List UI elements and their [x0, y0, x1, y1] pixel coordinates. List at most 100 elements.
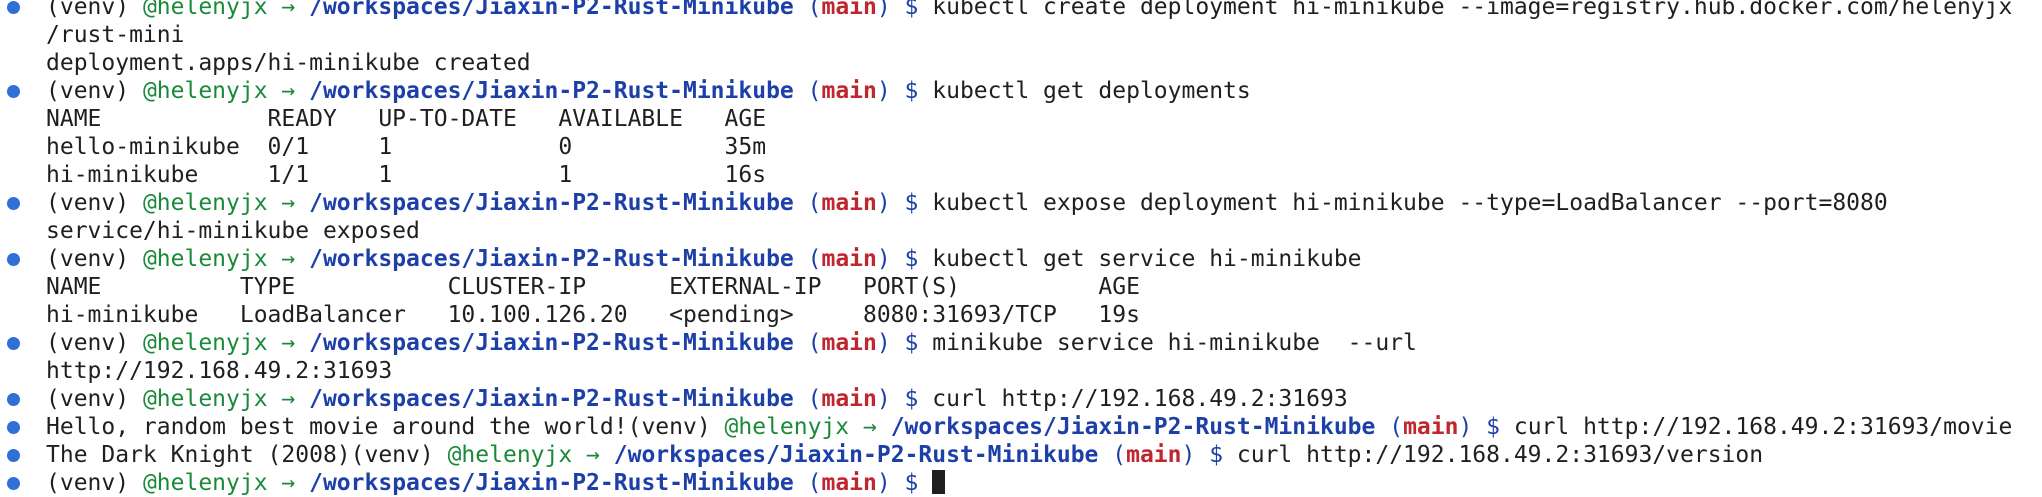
prompt-paren-close: ) $ [1458, 414, 1514, 440]
command-text: curl http://192.168.49.2:31693/version [1236, 442, 1764, 468]
prompt-path: /workspaces/Jiaxin-P2-Rust-Minikube [309, 78, 794, 104]
output-line: hello-minikube 0/1 1 0 35m [0, 133, 2042, 161]
command-output: Hello, random best movie around the worl… [46, 414, 628, 440]
command-line: Hello, random best movie around the worl… [0, 413, 2042, 441]
output-text: /rust-mini [46, 22, 185, 48]
prompt-paren-open: ( [793, 470, 822, 496]
prompt-paren-close: ) $ [876, 0, 933, 20]
prompt-paren-open: ( [793, 78, 822, 104]
command-text: kubectl get service hi-minikube [932, 246, 1362, 272]
prompt-venv: (venv) [46, 78, 143, 104]
command-text: kubectl create deployment hi-minikube --… [932, 0, 2013, 20]
output-line: service/hi-minikube exposed [0, 217, 2042, 245]
command-text: kubectl get deployments [932, 78, 1251, 104]
prompt-paren-open: ( [1098, 442, 1127, 468]
prompt-paren-close: ) $ [876, 386, 933, 412]
command-output: The Dark Knight (2008) [46, 442, 351, 468]
prompt-user: @helenyjx [142, 190, 268, 216]
prompt-venv: (venv) [46, 190, 143, 216]
output-line: /rust-mini [0, 21, 2042, 49]
prompt-paren-close: ) $ [876, 246, 933, 272]
prompt-paren-close: ) $ [1181, 442, 1237, 468]
prompt-paren-open: ( [793, 330, 822, 356]
prompt-branch: main [1126, 442, 1182, 468]
text-cursor [932, 470, 946, 494]
prompt-path: /workspaces/Jiaxin-P2-Rust-Minikube [309, 330, 794, 356]
prompt-branch: main [821, 78, 877, 104]
prompt-paren-close: ) $ [876, 190, 933, 216]
output-text: NAME TYPE CLUSTER-IP EXTERNAL-IP PORT(S)… [46, 274, 1140, 300]
prompt-branch: main [821, 386, 877, 412]
prompt-branch: main [1403, 414, 1459, 440]
prompt-arrow: → [267, 470, 310, 496]
prompt-user: @helenyjx [142, 386, 268, 412]
prompt-branch: main [821, 0, 877, 20]
prompt-venv: (venv) [350, 442, 448, 468]
prompt-branch: main [821, 246, 877, 272]
prompt-path: /workspaces/Jiaxin-P2-Rust-Minikube [890, 414, 1376, 440]
prompt-user: @helenyjx [142, 330, 268, 356]
command-text: kubectl expose deployment hi-minikube --… [932, 190, 1888, 216]
prompt-arrow: → [267, 0, 310, 20]
prompt-venv: (venv) [627, 414, 725, 440]
status-dot-icon [7, 449, 20, 462]
command-line: (venv) @helenyjx → /workspaces/Jiaxin-P2… [0, 245, 2042, 273]
command-line: The Dark Knight (2008)(venv) @helenyjx →… [0, 441, 2042, 469]
prompt-paren-open: ( [793, 386, 822, 412]
output-text: http://192.168.49.2:31693 [46, 358, 393, 384]
prompt-path: /workspaces/Jiaxin-P2-Rust-Minikube [309, 0, 794, 20]
output-line: deployment.apps/hi-minikube created [0, 49, 2042, 77]
prompt-venv: (venv) [46, 246, 143, 272]
prompt-arrow: → [267, 246, 310, 272]
command-text: minikube service hi-minikube --url [932, 330, 1417, 356]
output-line: http://192.168.49.2:31693 [0, 357, 2042, 385]
prompt-arrow: → [267, 190, 310, 216]
prompt-arrow: → [572, 442, 614, 468]
command-text: curl http://192.168.49.2:31693/movie [1513, 414, 2013, 440]
prompt-path: /workspaces/Jiaxin-P2-Rust-Minikube [309, 246, 794, 272]
prompt-paren-open: ( [793, 246, 822, 272]
output-text: NAME READY UP-TO-DATE AVAILABLE AGE [46, 106, 767, 132]
command-line: (venv) @helenyjx → /workspaces/Jiaxin-P2… [0, 0, 2042, 21]
prompt-paren-close: ) $ [876, 78, 933, 104]
output-line: hi-minikube LoadBalancer 10.100.126.20 <… [0, 301, 2042, 329]
status-dot-icon [7, 421, 20, 434]
command-line: (venv) @helenyjx → /workspaces/Jiaxin-P2… [0, 329, 2042, 357]
prompt-branch: main [821, 190, 877, 216]
prompt-path: /workspaces/Jiaxin-P2-Rust-Minikube [309, 386, 794, 412]
prompt-path: /workspaces/Jiaxin-P2-Rust-Minikube [613, 442, 1099, 468]
prompt-branch: main [821, 330, 877, 356]
command-line: (venv) @helenyjx → /workspaces/Jiaxin-P2… [0, 77, 2042, 105]
output-text: hello-minikube 0/1 1 0 35m [46, 134, 767, 160]
active-prompt-line[interactable]: (venv) @helenyjx → /workspaces/Jiaxin-P2… [0, 469, 2042, 497]
prompt-user: @helenyjx [724, 414, 850, 440]
prompt-user: @helenyjx [142, 0, 268, 20]
output-line: hi-minikube 1/1 1 1 16s [0, 161, 2042, 189]
prompt-venv: (venv) [46, 330, 143, 356]
status-dot-icon [7, 253, 20, 266]
prompt-venv: (venv) [46, 470, 143, 496]
prompt-user: @helenyjx [142, 78, 268, 104]
output-text: hi-minikube LoadBalancer 10.100.126.20 <… [46, 302, 1140, 328]
status-dot-icon [7, 1, 20, 14]
prompt-branch: main [821, 470, 877, 496]
output-line: NAME TYPE CLUSTER-IP EXTERNAL-IP PORT(S)… [0, 273, 2042, 301]
command-text: curl http://192.168.49.2:31693 [932, 386, 1348, 412]
prompt-venv: (venv) [46, 0, 143, 20]
prompt-arrow: → [849, 414, 891, 440]
status-dot-icon [7, 393, 20, 406]
prompt-paren-open: ( [1375, 414, 1404, 440]
prompt-paren-close: ) $ [876, 470, 933, 496]
output-text: service/hi-minikube exposed [46, 218, 420, 244]
prompt-paren-close: ) $ [876, 330, 933, 356]
prompt-paren-open: ( [793, 0, 822, 20]
prompt-user: @helenyjx [142, 470, 268, 496]
prompt-arrow: → [267, 386, 310, 412]
prompt-venv: (venv) [46, 386, 143, 412]
output-text: deployment.apps/hi-minikube created [46, 50, 531, 76]
prompt-path: /workspaces/Jiaxin-P2-Rust-Minikube [309, 190, 794, 216]
prompt-path: /workspaces/Jiaxin-P2-Rust-Minikube [309, 470, 794, 496]
prompt-user: @helenyjx [142, 246, 268, 272]
status-dot-icon [7, 85, 20, 98]
